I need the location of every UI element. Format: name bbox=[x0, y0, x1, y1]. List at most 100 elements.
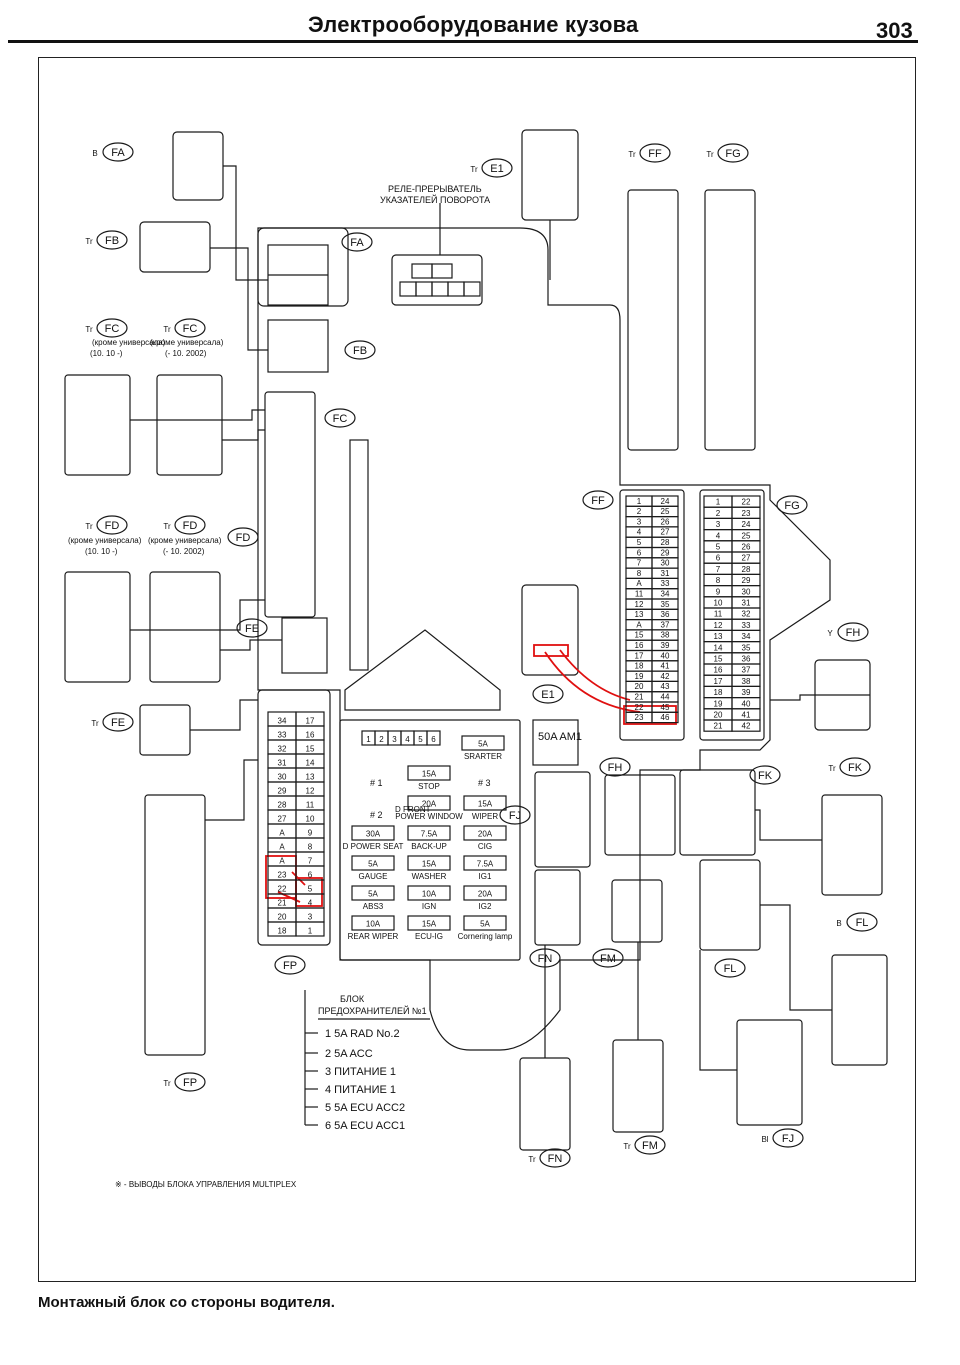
fp-pin-cell bbox=[295, 921, 325, 937]
connector-badge-label: E1 bbox=[541, 689, 554, 701]
connector-badge-label: FH bbox=[846, 627, 861, 639]
connector-prefix: Tr bbox=[528, 1155, 536, 1164]
connector-badge-fp bbox=[274, 955, 306, 975]
fp-pin-label: 21 bbox=[278, 899, 287, 908]
fuse-name: Cornering lamp bbox=[458, 932, 513, 941]
connector-badge-label: FJ bbox=[782, 1133, 794, 1145]
highlight-arrow-e1-ff-2 bbox=[559, 649, 631, 701]
connector-prefix: Tr bbox=[85, 325, 93, 334]
fc-right-variant: (кроме универсала) bbox=[150, 338, 224, 347]
fm-detached bbox=[612, 1039, 664, 1133]
fg-pin-label: 25 bbox=[742, 531, 751, 540]
connector-badge-label: FF bbox=[591, 495, 605, 507]
fg-top-connector bbox=[704, 189, 756, 451]
fn-detached bbox=[519, 1057, 571, 1151]
fuse-cell bbox=[463, 825, 507, 841]
connector-prefix: B bbox=[836, 919, 841, 928]
ff-pin-label: 15 bbox=[635, 631, 644, 640]
fuse-rating: 10A bbox=[422, 890, 437, 899]
fg-pin-label: 12 bbox=[714, 621, 723, 630]
connector-prefix: Tr bbox=[706, 150, 714, 159]
ff-pin-label: 46 bbox=[661, 713, 670, 722]
connector-badge-fb bbox=[344, 340, 376, 360]
fuse-cell bbox=[463, 915, 507, 931]
fg-pin-label: 7 bbox=[716, 565, 721, 574]
fuse-block-pin-label: 6 bbox=[431, 735, 436, 744]
fp-pin-label: A bbox=[279, 857, 285, 866]
ff-pin-label: 23 bbox=[635, 713, 644, 722]
connector-prefix: Tr bbox=[163, 522, 171, 531]
fg-pin-label: 38 bbox=[742, 677, 751, 686]
fuse-rating: 15A bbox=[478, 800, 493, 809]
fp-pin-label: 32 bbox=[278, 745, 287, 754]
connector-badge-label: E1 bbox=[490, 163, 503, 175]
fp-pin-label: 7 bbox=[308, 857, 313, 866]
connector-badge-fh bbox=[837, 622, 869, 642]
connector-badge-fj bbox=[772, 1128, 804, 1148]
fuse-d-front: D FRONT bbox=[395, 805, 431, 814]
fg-pin-label: 15 bbox=[714, 655, 723, 664]
fuse-name: POWER WINDOW bbox=[395, 812, 463, 821]
fa-detached bbox=[172, 131, 224, 201]
ff-pin-label: 30 bbox=[661, 559, 670, 568]
fg-pin-label: 8 bbox=[716, 576, 721, 585]
fg-pin-label: 21 bbox=[714, 722, 723, 731]
connector-badge-fm bbox=[592, 948, 624, 968]
connector-badge-label: FJ bbox=[509, 810, 521, 822]
fc-detached-left bbox=[64, 374, 131, 476]
connector-badge-label: FG bbox=[725, 148, 740, 160]
fp-pin-label: 29 bbox=[278, 787, 287, 796]
connector-badge-label: FA bbox=[350, 237, 364, 249]
fj-detached bbox=[736, 1019, 803, 1126]
ff-pin-label: 42 bbox=[661, 672, 670, 681]
fc-left-date: (10. 10 -) bbox=[90, 349, 123, 358]
fg-pin-label: 11 bbox=[714, 610, 723, 619]
connector-badge-fn bbox=[529, 948, 561, 968]
fuse-rating: 15A bbox=[422, 920, 437, 929]
connector-badge-label: FF bbox=[648, 148, 662, 160]
fc-fd-block bbox=[264, 391, 316, 618]
ff-pin-label: 2 bbox=[637, 507, 642, 516]
fuse-block-item: 4 ПИТАНИЕ 1 bbox=[325, 1084, 396, 1096]
fg-pin-label: 29 bbox=[742, 576, 751, 585]
connector-badge-fc bbox=[324, 408, 356, 428]
ff-pin-label: 7 bbox=[637, 559, 642, 568]
ff-pin-label: 6 bbox=[637, 548, 642, 557]
fg-pin-label: 33 bbox=[742, 621, 751, 630]
ff-pin-label: 44 bbox=[661, 693, 670, 702]
highlight-e1-pins bbox=[533, 644, 569, 657]
fg-pin-label: 42 bbox=[742, 722, 751, 731]
ff-pin-label: 1 bbox=[637, 497, 642, 506]
fc-detached-right bbox=[156, 374, 223, 476]
connector-badge-label: FC bbox=[105, 323, 120, 335]
figure-caption: Монтажный блок со стороны водителя. bbox=[38, 1294, 335, 1311]
connector-badge-fm bbox=[634, 1135, 666, 1155]
page-title: Электрооборудование кузова bbox=[308, 12, 639, 37]
fd-detached-left bbox=[64, 571, 131, 683]
diagram-frame bbox=[38, 57, 916, 1282]
fp-pin-label: 5 bbox=[308, 885, 313, 894]
fuse-cell bbox=[351, 885, 395, 901]
ff-pin-label: 4 bbox=[637, 528, 642, 537]
fuse-block-title-1: БЛОК bbox=[340, 994, 365, 1004]
ff-pin-label: 31 bbox=[661, 569, 670, 578]
fp-pin-label: 11 bbox=[306, 801, 315, 810]
fp-pin-label: 12 bbox=[306, 787, 315, 796]
connector-prefix: Tr bbox=[85, 237, 93, 246]
fuse-block-pin-label: 5 bbox=[418, 735, 423, 744]
fg-pin-label: 40 bbox=[742, 699, 751, 708]
fuse-hash-3: # 3 bbox=[478, 778, 491, 788]
connector-badge-fe bbox=[102, 712, 134, 732]
connector-badge-fg bbox=[776, 495, 808, 515]
fg-pin-label: 39 bbox=[742, 688, 751, 697]
ff-pin-label: 27 bbox=[661, 528, 670, 537]
ff-pin-label: 19 bbox=[635, 672, 644, 681]
fuse-rating: 5A bbox=[478, 740, 488, 749]
fg-pin-label: 37 bbox=[742, 666, 751, 675]
fuse-block-pin-label: 3 bbox=[392, 735, 397, 744]
connector-badge-label: FP bbox=[183, 1077, 197, 1089]
fuse-cell bbox=[407, 885, 451, 901]
ff-pin-label: 34 bbox=[661, 590, 670, 599]
fuse-rating: 15A bbox=[422, 770, 437, 779]
